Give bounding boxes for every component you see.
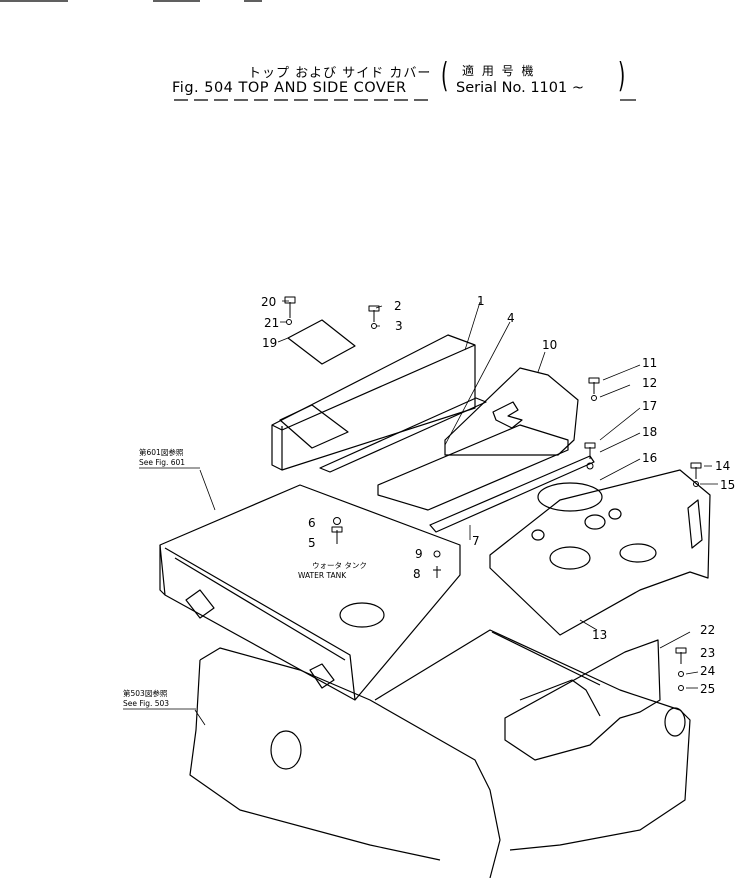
callout-19: 19 — [262, 336, 277, 350]
callout-18: 18 — [642, 425, 657, 439]
part-10-panel — [444, 367, 579, 456]
part-7-side-rail — [429, 455, 595, 533]
callout-3: 3 — [395, 319, 403, 333]
water-tank-label-en: WATER TANK — [298, 571, 347, 580]
serial-number-range: Serial No. 1101 ~ — [456, 80, 584, 96]
serial-applicable-japanese: 適 用 号 機 — [462, 64, 536, 78]
serial-bracket-open: ( — [440, 56, 449, 96]
part-number-callouts: 20 2 21 3 19 1 4 10 11 12 17 18 16 14 15… — [261, 294, 735, 696]
header-rules — [0, 0, 636, 101]
callout-10: 10 — [542, 338, 557, 352]
callout-22: 22 — [700, 623, 715, 637]
part-1-rear-top-cover — [271, 334, 476, 471]
part-13-right-side-cover — [489, 469, 711, 636]
callout-8: 8 — [413, 567, 421, 581]
water-tank-cover — [159, 484, 461, 701]
ref-601-jp: 第601図参照 — [139, 447, 184, 457]
callout-15: 15 — [720, 478, 735, 492]
serial-bracket-close: ) — [617, 56, 626, 96]
callout-1: 1 — [477, 294, 485, 308]
part-19-inspection-lid — [287, 319, 356, 365]
callout-21: 21 — [264, 316, 279, 330]
title-english: Fig. 504 TOP AND SIDE COVER — [172, 80, 407, 96]
ref-503-en: See Fig. 503 — [123, 699, 169, 708]
callout-2: 2 — [394, 299, 402, 313]
callout-5: 5 — [308, 536, 316, 550]
ref-601-en: See Fig. 601 — [139, 458, 185, 467]
title-japanese: トップ および サイド カバー — [248, 66, 432, 81]
callout-14: 14 — [715, 459, 730, 473]
ref-503-jp: 第503図参照 — [123, 688, 168, 698]
base-frame — [189, 629, 691, 878]
water-tank-label-jp: ウォータ タンク — [312, 561, 367, 570]
callout-13: 13 — [592, 628, 607, 642]
part-4-center-plate — [319, 397, 569, 511]
callout-6: 6 — [308, 516, 316, 530]
callout-17: 17 — [642, 399, 657, 413]
callout-12: 12 — [642, 376, 657, 390]
callout-11: 11 — [642, 356, 657, 370]
fasteners — [284, 296, 702, 691]
callout-7: 7 — [472, 534, 480, 548]
reference-labels: ウォータ タンク WATER TANK 第601図参照 See Fig. 601… — [123, 447, 367, 710]
part-22-bracket — [504, 639, 661, 761]
callout-16: 16 — [642, 451, 657, 465]
leader-lines — [194, 300, 718, 726]
callout-20: 20 — [261, 295, 276, 309]
callout-9: 9 — [415, 547, 423, 561]
callout-4: 4 — [507, 311, 515, 325]
callout-24: 24 — [700, 664, 715, 678]
callout-23: 23 — [700, 646, 715, 660]
callout-25: 25 — [700, 682, 715, 696]
